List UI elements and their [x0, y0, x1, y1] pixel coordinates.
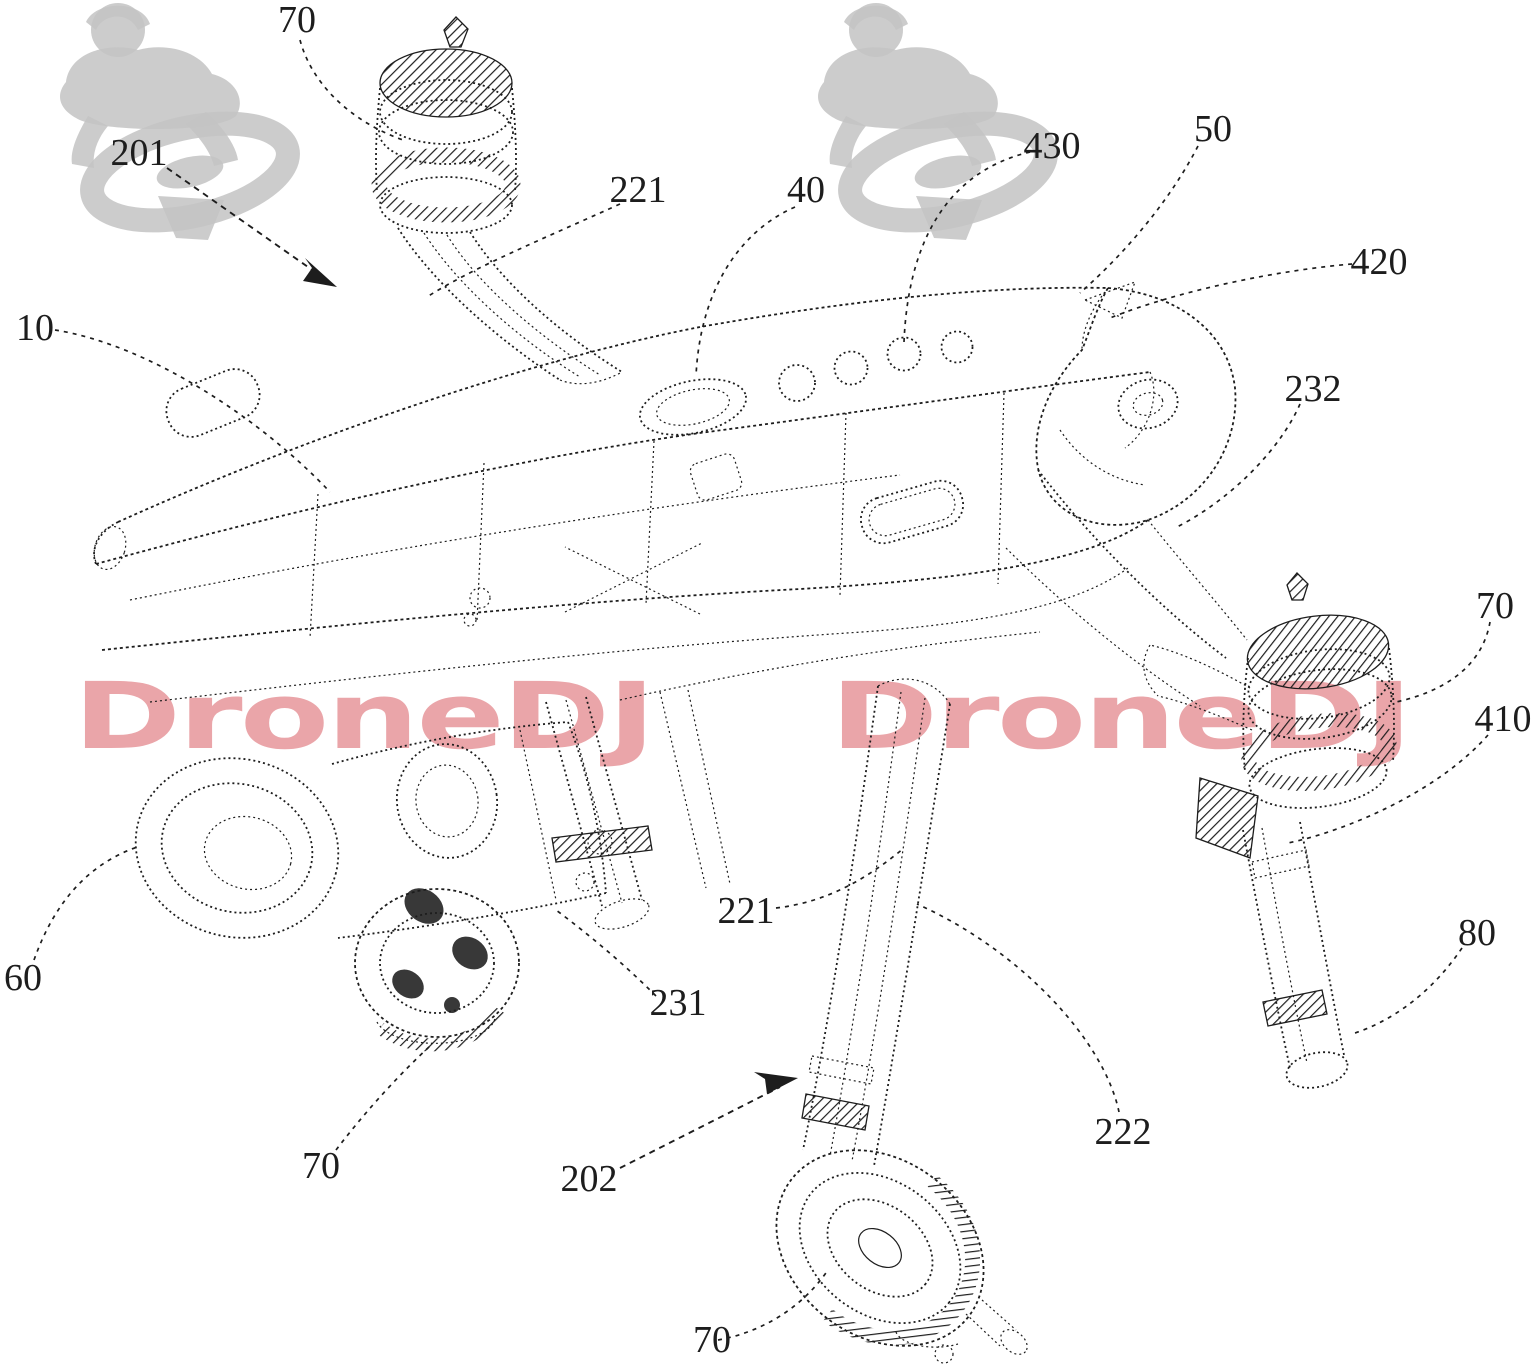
leader-lines	[33, 39, 1491, 1341]
top-pill-recess-right	[859, 479, 965, 545]
view-arrow-201	[166, 167, 337, 287]
leader-231	[555, 909, 657, 997]
ref-label-222: 222	[1095, 1111, 1152, 1153]
ref-label-202: 202	[561, 1158, 618, 1200]
leader-222	[916, 903, 1120, 1113]
ref-label-50: 50	[1194, 108, 1232, 150]
motor-top-cap-right	[1246, 614, 1390, 690]
dronedj-mascot-silhouette	[60, 3, 300, 240]
view-arrow-202	[619, 1072, 798, 1169]
top-surface-details	[165, 330, 974, 545]
leader-40	[695, 206, 796, 377]
ref-label-231: 231	[650, 982, 707, 1024]
arm-front-left	[397, 227, 623, 385]
drone-line-art	[93, 16, 1397, 1364]
landing-leg-right	[1242, 821, 1349, 1089]
center-struts	[545, 689, 731, 930]
front-leg-222	[801, 678, 951, 1167]
motor-shaft-tip	[443, 16, 469, 48]
top-square-recess	[689, 453, 743, 501]
leader-221-upper	[426, 203, 621, 298]
reference-labels: 70 201 10 221 40 430 50 420 232 70 410 80 222 202 70 70…	[4, 0, 1532, 1361]
ref-label-80: 80	[1458, 912, 1496, 954]
camera-gimbal	[134, 721, 613, 939]
ref-label-60: 60	[4, 957, 42, 999]
watermark-text-left: DroneDJ	[73, 663, 653, 770]
top-pill-recess-left	[165, 368, 261, 438]
leader-80	[1351, 947, 1463, 1035]
ref-label-420: 420	[1351, 241, 1408, 283]
dronedj-mascot-silhouette-right	[818, 3, 1055, 240]
leader-221-lower	[775, 847, 905, 909]
rear-right-mount	[1005, 281, 1248, 707]
top-oval-port	[639, 378, 747, 436]
leader-430	[903, 151, 1031, 343]
motor-right	[1143, 572, 1397, 859]
leader-420	[1109, 263, 1353, 319]
ref-label-232: 232	[1285, 368, 1342, 410]
leader-50	[1079, 145, 1199, 294]
ref-label-10: 10	[16, 307, 54, 349]
ref-label-221-upper: 221	[610, 169, 667, 211]
leg-bracket-right	[1195, 777, 1259, 859]
ref-label-410: 410	[1475, 698, 1532, 740]
top-vent-holes	[778, 330, 974, 402]
ref-label-70-bottom: 70	[693, 1319, 731, 1361]
ref-label-221-lower: 221	[718, 890, 775, 932]
ref-label-40: 40	[787, 169, 825, 211]
camera-lens-outer	[134, 757, 340, 939]
motor-shaft-tip-right	[1286, 572, 1309, 601]
rotor-lower-left	[354, 888, 520, 1052]
ref-label-70-lower-left: 70	[302, 1145, 340, 1187]
leader-410	[1287, 734, 1489, 844]
fuselage-body	[93, 286, 1155, 703]
ref-label-70-right: 70	[1476, 585, 1514, 627]
ref-label-430: 430	[1024, 125, 1081, 167]
ref-label-201: 201	[111, 132, 168, 174]
leader-70-right	[1395, 621, 1491, 703]
leader-60	[33, 845, 141, 961]
leader-10	[54, 329, 331, 493]
rotor-bottom	[775, 1149, 1028, 1364]
ref-label-70-top: 70	[278, 0, 316, 41]
leader-70-bottom	[717, 1269, 829, 1341]
leader-232	[1176, 403, 1301, 528]
leader-70-lower-left	[335, 1045, 431, 1151]
motor-front-left	[371, 16, 623, 385]
motor-top-cap	[379, 48, 513, 118]
camera-sensor-ring	[395, 743, 499, 859]
